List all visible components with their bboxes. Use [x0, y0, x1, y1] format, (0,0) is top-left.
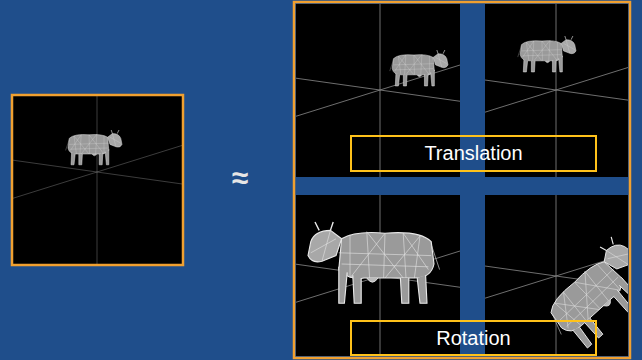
axes — [296, 4, 460, 177]
cow-model — [518, 36, 576, 72]
axes — [485, 195, 628, 356]
cow-model — [390, 50, 448, 86]
panel-border — [294, 2, 630, 358]
approx-symbol: ≈ — [232, 163, 248, 193]
view-panel — [296, 195, 460, 356]
cow-model — [308, 222, 440, 303]
caption-box: Translation — [350, 135, 597, 172]
axes — [485, 4, 628, 177]
axes — [12, 95, 183, 265]
panel-border — [12, 95, 183, 265]
caption-text: Rotation — [436, 327, 511, 350]
caption-box: Rotation — [350, 320, 597, 356]
axes — [296, 195, 460, 356]
caption-text: Translation — [424, 142, 522, 165]
cow-model — [66, 130, 122, 165]
view-panel — [12, 95, 183, 265]
cow-model — [535, 233, 628, 355]
